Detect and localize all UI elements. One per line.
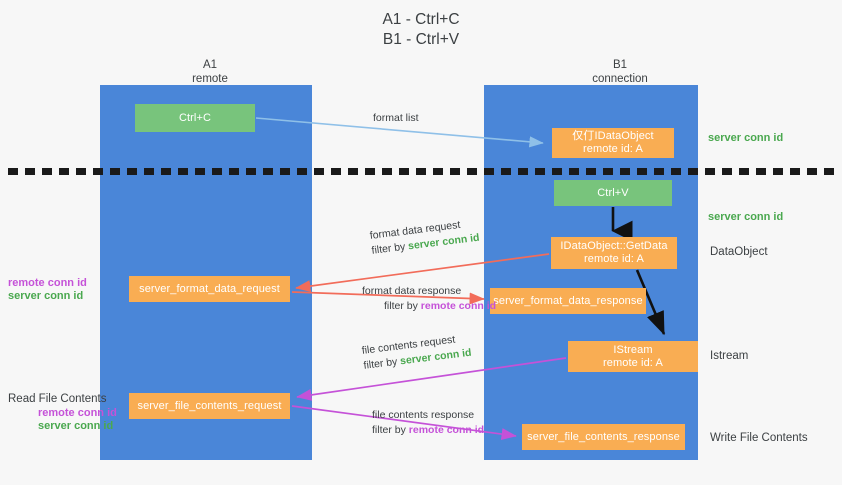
box-server-format-data-response-label: server_format_data_response bbox=[493, 294, 643, 307]
flow-fcres-filter-key: remote conn id bbox=[408, 424, 485, 436]
dashed-divider bbox=[8, 168, 834, 175]
page-title: A1 - Ctrl+C B1 - Ctrl+V bbox=[0, 10, 842, 50]
lane-b-header: B1 connection bbox=[530, 58, 710, 86]
box-istream-line1: IStream bbox=[613, 343, 653, 356]
label-read-file-contents-group: Read File Contents remote conn id server… bbox=[8, 392, 117, 433]
label-remote-conn-id: remote conn id bbox=[8, 277, 87, 289]
label-read-server-conn-id: server conn id bbox=[38, 420, 114, 432]
flow-fdreq-filter-prefix: filter by bbox=[370, 240, 409, 257]
flow-fdres-filter-key: remote conn id bbox=[420, 300, 497, 312]
lane-a-header: A1 remote bbox=[120, 58, 300, 86]
label-left-conn-ids: remote conn id server conn id bbox=[8, 277, 87, 303]
flow-fcreq-filter-prefix: filter by bbox=[362, 355, 401, 372]
lane-b-name: B1 bbox=[612, 59, 628, 71]
label-istream: Istream bbox=[710, 350, 749, 362]
lane-a-subtitle: remote bbox=[192, 73, 228, 85]
flow-label-file-contents-response: file contents response filter by remote … bbox=[372, 408, 484, 438]
box-idataobject-getdata-line1: IDataObject::GetData bbox=[560, 240, 668, 252]
label-dataobject: DataObject bbox=[710, 246, 768, 258]
box-idataobject-getdata-line2: remote id: A bbox=[584, 253, 644, 265]
box-idataobject-remote[interactable]: 仅仃IDataObject remote id: A bbox=[552, 128, 674, 158]
flow-fcres-filter-prefix: filter by bbox=[372, 424, 409, 436]
flow-format-data-response-filter: filter by remote conn id bbox=[362, 299, 496, 314]
box-ctrl-c-label: Ctrl+C bbox=[178, 111, 212, 124]
box-server-file-contents-response-label: server_file_contents_response bbox=[527, 430, 680, 443]
box-idataobject-remote-line2: remote id: A bbox=[583, 143, 643, 155]
box-idataobject-remote-line1: 仅仃IDataObject bbox=[572, 130, 654, 142]
flow-fdres-filter-prefix: filter by bbox=[384, 300, 421, 312]
box-server-format-data-response[interactable]: server_format_data_response bbox=[490, 288, 646, 314]
label-server-conn-id-mid: server conn id bbox=[708, 211, 784, 223]
label-server-conn-id: server conn id bbox=[8, 290, 84, 302]
box-ctrl-v[interactable]: Ctrl+V bbox=[554, 180, 672, 206]
box-server-format-data-request[interactable]: server_format_data_request bbox=[129, 276, 290, 302]
box-ctrl-c[interactable]: Ctrl+C bbox=[135, 104, 255, 132]
label-read-file-contents: Read File Contents bbox=[8, 393, 107, 405]
box-istream[interactable]: IStream remote id: A bbox=[568, 341, 698, 372]
flow-file-contents-response-text: file contents response bbox=[372, 409, 475, 421]
box-server-file-contents-request[interactable]: server_file_contents_request bbox=[129, 393, 290, 419]
lane-a-name: A1 bbox=[202, 59, 218, 71]
label-write-file-contents: Write File Contents bbox=[710, 432, 808, 444]
title-line-1: A1 - Ctrl+C bbox=[382, 11, 460, 28]
flow-label-format-data-response: format data response filter by remote co… bbox=[362, 284, 496, 314]
box-server-file-contents-response[interactable]: server_file_contents_response bbox=[522, 424, 685, 450]
label-server-conn-id-top: server conn id bbox=[708, 132, 784, 144]
box-server-file-contents-request-label: server_file_contents_request bbox=[137, 399, 282, 412]
lane-b-subtitle: connection bbox=[592, 73, 648, 85]
box-ctrl-v-label: Ctrl+V bbox=[597, 186, 629, 199]
box-server-format-data-request-label: server_format_data_request bbox=[139, 282, 280, 295]
flow-label-format-list: format list bbox=[373, 111, 419, 126]
box-istream-line2: remote id: A bbox=[603, 356, 663, 369]
flow-fcres-filter: filter by remote conn id bbox=[372, 423, 484, 438]
title-line-2: B1 - Ctrl+V bbox=[382, 31, 460, 48]
label-read-remote-conn-id: remote conn id bbox=[38, 407, 117, 419]
flow-format-data-response-text: format data response bbox=[362, 285, 462, 297]
box-idataobject-getdata[interactable]: IDataObject::GetData remote id: A bbox=[551, 237, 677, 269]
flow-format-list-text: format list bbox=[373, 112, 419, 124]
